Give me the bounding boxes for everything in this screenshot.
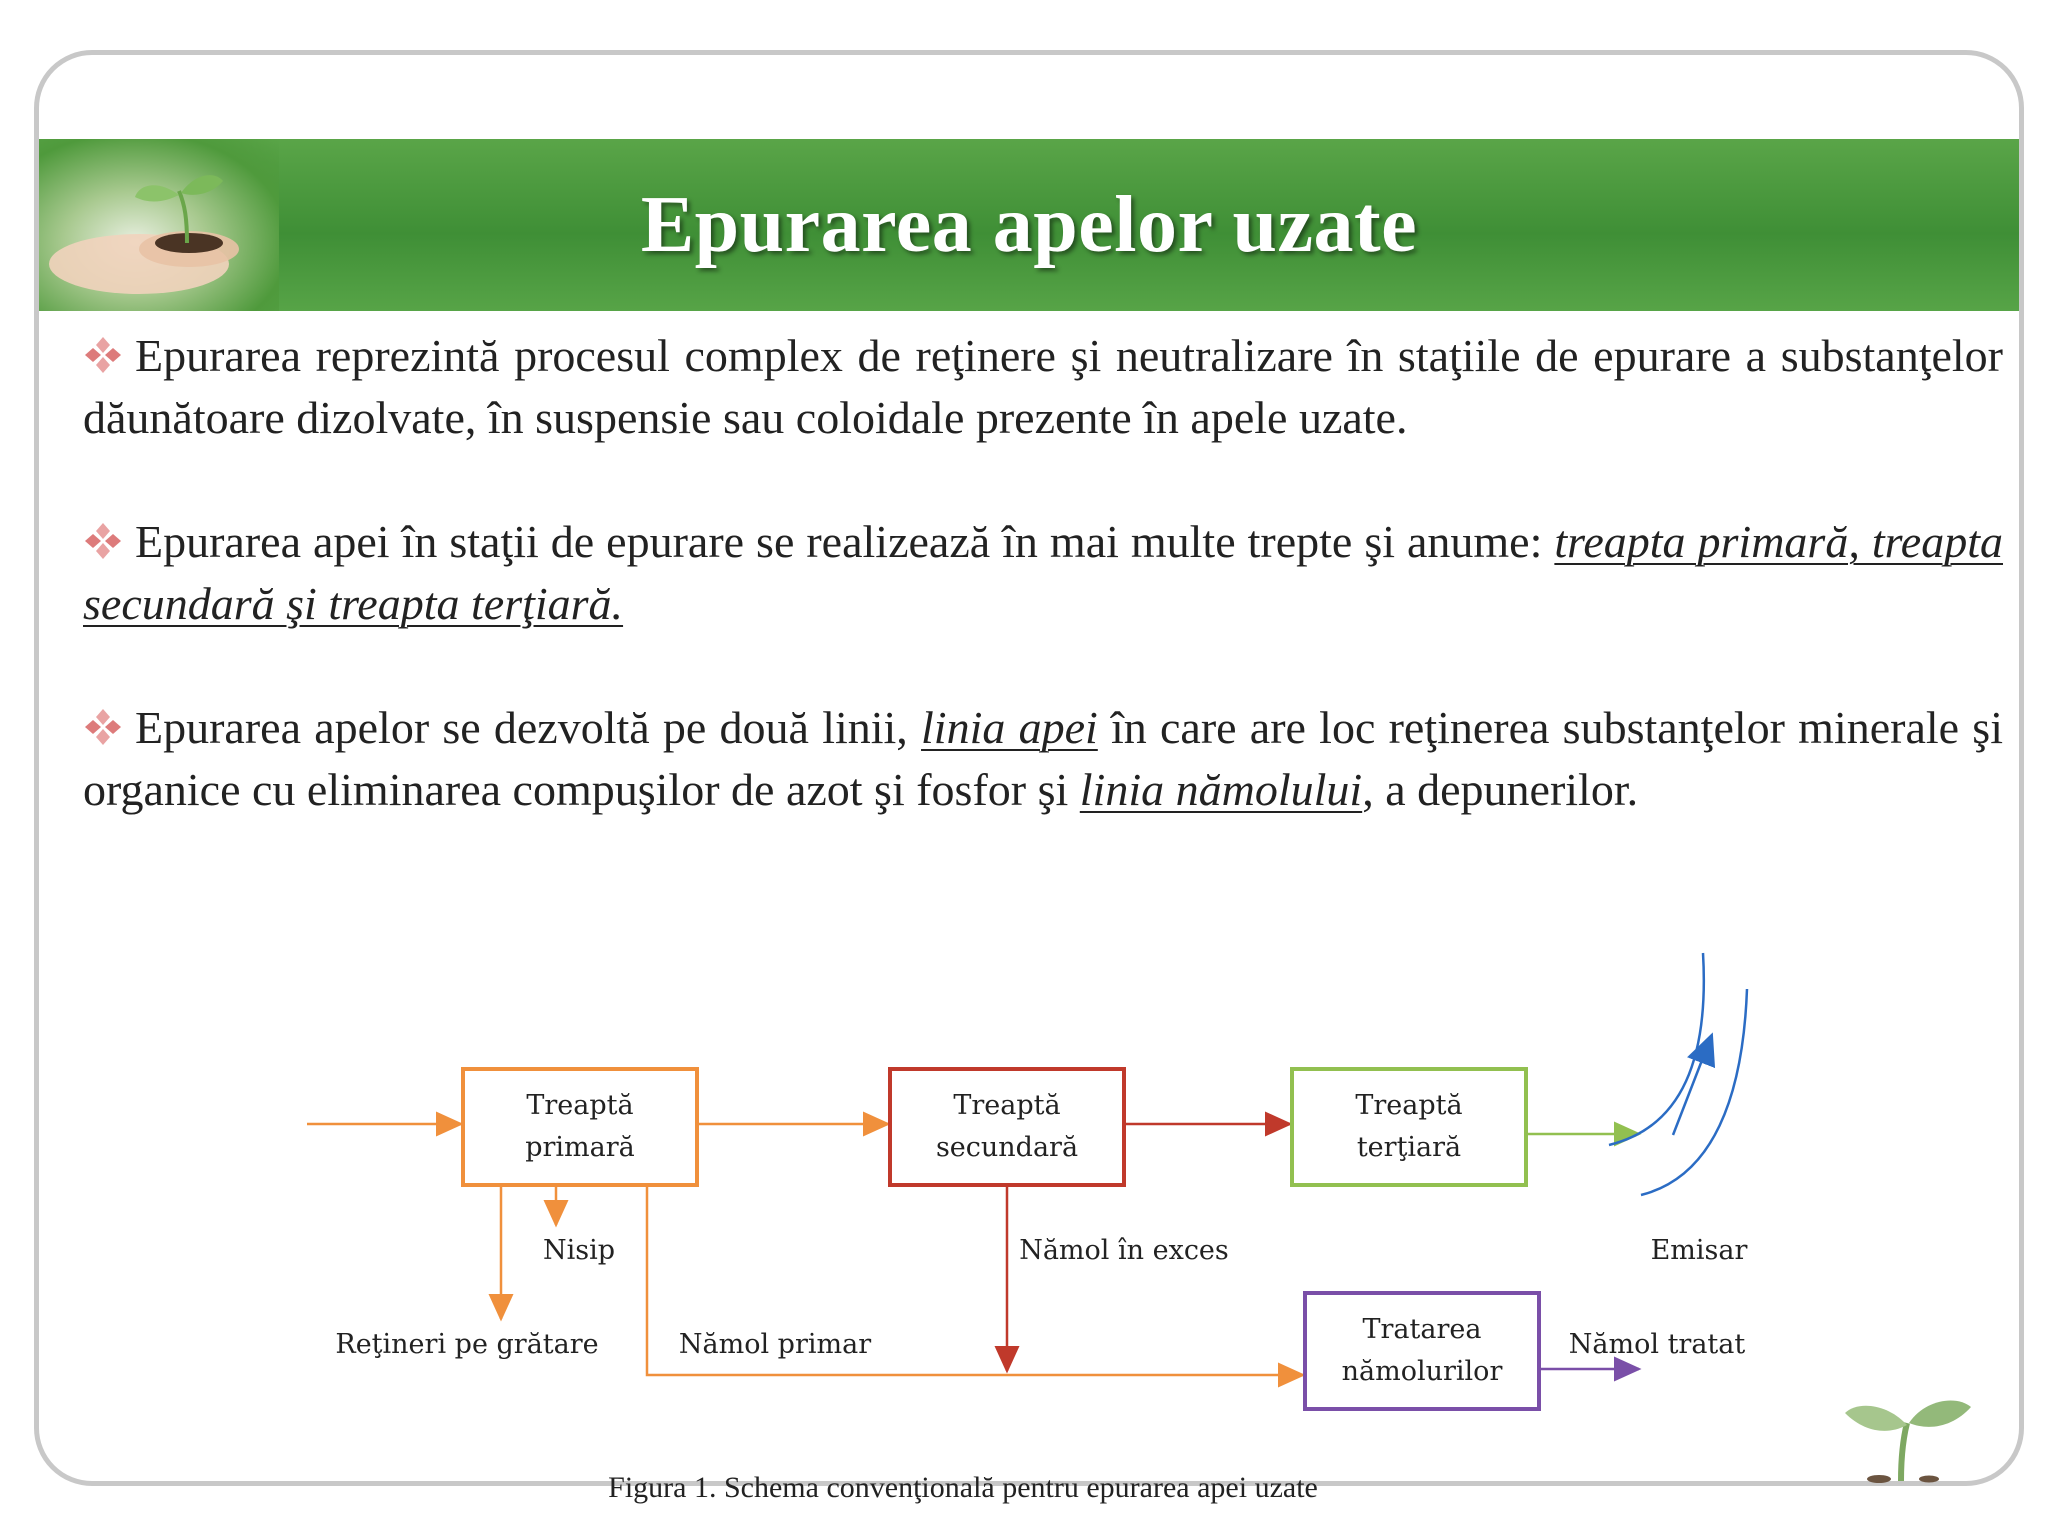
paragraph-definition-text: Epurarea reprezintă procesul complex de … xyxy=(83,330,2003,443)
paragraph-lines-lead: Epurarea apelor se dezvoltă pe două lini… xyxy=(135,702,922,753)
tertiary-stage-label-1: Treaptă xyxy=(1355,1090,1462,1121)
figure-caption: Figura 1. Schema convenţională pentru ep… xyxy=(608,1471,1318,1504)
screenings-label: Reţineri pe grătare xyxy=(335,1329,598,1360)
paragraph-lines: Epurarea apelor se dezvoltă pe două lini… xyxy=(83,697,2003,821)
treated-sludge-label: Nămol tratat xyxy=(1569,1329,1746,1360)
primary-stage-label-2: primară xyxy=(525,1132,635,1163)
slide-title: Epurarea apelor uzate xyxy=(640,181,1418,269)
slide-body: Epurarea reprezintă procesul complex de … xyxy=(83,325,2003,883)
sludge-treatment-box xyxy=(1303,1291,1541,1411)
excess-sludge-label: Nămol în exces xyxy=(1019,1235,1229,1266)
four-diamond-bullet-icon xyxy=(85,523,121,559)
receiver-label: Emisar xyxy=(1651,1235,1748,1266)
tertiary-stage-box xyxy=(1290,1067,1528,1187)
paragraph-lines-water-line: linia apei xyxy=(921,702,1098,753)
four-diamond-bullet-icon xyxy=(85,709,121,745)
paragraph-stages: Epurarea apei în staţii de epurare se re… xyxy=(83,511,2003,635)
secondary-stage-label-2: secundară xyxy=(936,1132,1078,1163)
primary-stage-label-1: Treaptă xyxy=(526,1090,633,1121)
paragraph-definition: Epurarea reprezintă procesul complex de … xyxy=(83,325,2003,449)
paragraph-lines-middle: în care are loc reţinerea substanţelor m… xyxy=(83,702,2003,815)
slide-frame: Epurarea apelor uzate Epurarea reprezint… xyxy=(34,50,2024,1504)
sludge-treatment-label-1: Tratarea xyxy=(1363,1314,1482,1345)
four-diamond-bullet-icon xyxy=(85,337,121,373)
secondary-stage-label-1: Treaptă xyxy=(953,1090,1060,1121)
sand-label: Nisip xyxy=(543,1235,615,1266)
sprout-icon xyxy=(1845,1400,1971,1483)
paragraph-stages-emphasis: treapta primară, treapta secundară şi tr… xyxy=(83,516,2003,629)
title-banner: Epurarea apelor uzate xyxy=(39,139,2019,311)
paragraph-stages-lead: Epurarea apei în staţii de epurare se re… xyxy=(135,516,1555,567)
hand-holding-sprout-icon xyxy=(39,139,279,311)
secondary-stage-box xyxy=(888,1067,1126,1187)
paragraph-lines-tail: , a depunerilor. xyxy=(1362,764,1639,815)
primary-stage-box xyxy=(461,1067,699,1187)
paragraph-lines-sludge-line: linia nămolului xyxy=(1079,764,1363,815)
primary-sludge-label: Nămol primar xyxy=(679,1329,871,1360)
sludge-treatment-label-2: nămolurilor xyxy=(1342,1356,1503,1387)
primary-sludge-line xyxy=(645,1187,1306,1388)
receiver-river-icon xyxy=(1608,952,1749,1197)
tertiary-stage-label-2: terţiară xyxy=(1357,1132,1461,1163)
treatment-flow-diagram: Treaptă primară Treaptă secundară Treapt… xyxy=(163,947,1763,1507)
